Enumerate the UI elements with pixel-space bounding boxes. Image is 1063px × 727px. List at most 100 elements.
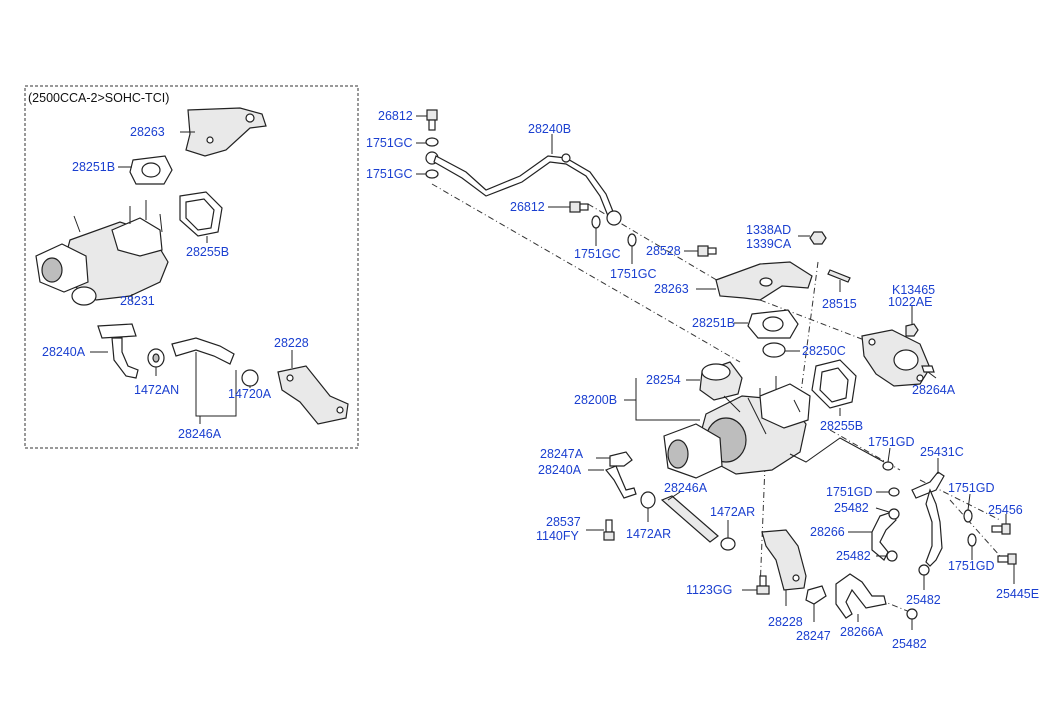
label-1339CA: 1339CA — [746, 237, 792, 251]
actuator-28254 — [699, 361, 743, 413]
label-1751GC-1: 1751GC — [366, 136, 413, 150]
washer-1751GC-1 — [425, 137, 439, 147]
elbow-28264A — [861, 329, 935, 387]
label-1751GD-4: 1751GD — [948, 559, 995, 573]
clamp-25482-2 — [886, 550, 898, 562]
label-box-28255B: 28255B — [186, 245, 229, 259]
variant-box-title: (2500CCA-2>SOHC-TCI) — [28, 91, 169, 105]
bracket-28228 — [761, 529, 807, 591]
label-box-28251B: 28251B — [72, 160, 115, 174]
label-26812-mid: 26812 — [510, 200, 545, 214]
washer-1751GD-1 — [882, 461, 894, 471]
washer-1751GC-4 — [627, 233, 637, 247]
label-1751GD-2: 1751GD — [826, 485, 873, 499]
label-25482-1: 25482 — [834, 501, 869, 515]
box-bracket-28263 — [185, 107, 267, 157]
gasket-28247A — [609, 451, 633, 467]
label-box-28246A: 28246A — [178, 427, 222, 441]
bolt-1123GG — [756, 575, 770, 595]
box-pipe-28240A — [97, 323, 139, 379]
box-hose-28246A — [171, 337, 235, 365]
box-gasket-28251B — [129, 155, 173, 185]
label-1751GD-3: 1751GD — [948, 481, 995, 495]
label-1140FY: 1140FY — [536, 529, 580, 543]
nut-1338AD — [809, 231, 827, 245]
label-1123GG: 1123GG — [686, 583, 732, 597]
washer-1751GD-3 — [963, 509, 973, 523]
gasket-28247 — [805, 585, 827, 605]
label-1751GC-3: 1751GC — [574, 247, 621, 261]
box-clamp-14720A — [241, 369, 259, 387]
label-box-28228: 28228 — [274, 336, 309, 350]
label-28251B: 28251B — [692, 316, 735, 330]
washer-1751GD-4 — [967, 533, 977, 547]
label-1472AR-1: 1472AR — [626, 527, 671, 541]
label-box-28231: 28231 — [120, 294, 155, 308]
bolt-28537 — [603, 519, 615, 541]
label-K13465: K13465 — [892, 283, 935, 297]
label-26812-top: 26812 — [378, 109, 413, 123]
label-28515: 28515 — [822, 297, 857, 311]
label-28240A: 28240A — [538, 463, 582, 477]
label-25482-3: 25482 — [906, 593, 941, 607]
bolt-25456 — [991, 523, 1011, 535]
hose-28266A — [835, 573, 887, 619]
gasket-28255B — [811, 359, 857, 409]
pipe-28240A — [605, 465, 637, 499]
label-28266A: 28266A — [840, 625, 884, 639]
label-28255B: 28255B — [820, 419, 863, 433]
bolt-25445E — [997, 553, 1017, 565]
label-1751GC-2: 1751GC — [366, 167, 413, 181]
label-1751GC-4: 1751GC — [610, 267, 657, 281]
box-gasket-28255B — [179, 191, 223, 237]
bolt-28528 — [697, 245, 717, 257]
label-28263: 28263 — [654, 282, 689, 296]
label-1022AE: 1022AE — [888, 295, 932, 309]
washer-1751GC-2 — [425, 169, 439, 179]
label-box-28240A: 28240A — [42, 345, 86, 359]
box-bracket-28228 — [277, 365, 349, 425]
clamp-25482-3 — [918, 564, 930, 576]
label-28264A: 28264A — [912, 383, 956, 397]
bolt-26812-top — [426, 109, 438, 131]
washer-1751GD-2 — [888, 487, 900, 497]
label-1472AR-2: 1472AR — [710, 505, 755, 519]
nut-K13465 — [905, 323, 919, 337]
pipe-28240B — [425, 151, 622, 226]
hose-28246A — [660, 495, 719, 543]
label-28254: 28254 — [646, 373, 681, 387]
label-25482-4: 25482 — [892, 637, 927, 651]
clamp-25482-4 — [906, 608, 918, 620]
label-25445E: 25445E — [996, 587, 1039, 601]
pipe-25431C — [911, 471, 945, 567]
label-28240B: 28240B — [528, 122, 571, 136]
oring-28250C — [762, 342, 786, 358]
label-box-14720A: 14720A — [228, 387, 272, 401]
label-28228: 28228 — [768, 615, 803, 629]
label-28250C: 28250C — [802, 344, 846, 358]
box-turbocharger-28231 — [35, 200, 169, 306]
label-28266: 28266 — [810, 525, 845, 539]
bracket-28263 — [715, 261, 813, 301]
label-box-1472AN: 1472AN — [134, 383, 179, 397]
label-28247A: 28247A — [540, 447, 584, 461]
clamp-1472AR-2 — [720, 537, 736, 551]
clamp-25482-1 — [888, 508, 900, 520]
label-1338AD: 1338AD — [746, 223, 791, 237]
label-28246A: 28246A — [664, 481, 708, 495]
label-1751GD-1: 1751GD — [868, 435, 915, 449]
turbocharger-28200B — [663, 376, 811, 479]
variant-box — [24, 85, 359, 449]
washer-1751GC-3 — [591, 215, 601, 229]
gasket-28251B — [747, 309, 799, 339]
label-25431C: 25431C — [920, 445, 964, 459]
label-28537: 28537 — [546, 515, 581, 529]
label-28247: 28247 — [796, 629, 831, 643]
label-28528: 28528 — [646, 244, 681, 258]
label-25456: 25456 — [988, 503, 1023, 517]
label-25482-2: 25482 — [836, 549, 871, 563]
label-box-28263: 28263 — [130, 125, 165, 139]
bolt-26812-mid — [569, 201, 589, 213]
box-clamp-1472AN — [147, 348, 165, 368]
